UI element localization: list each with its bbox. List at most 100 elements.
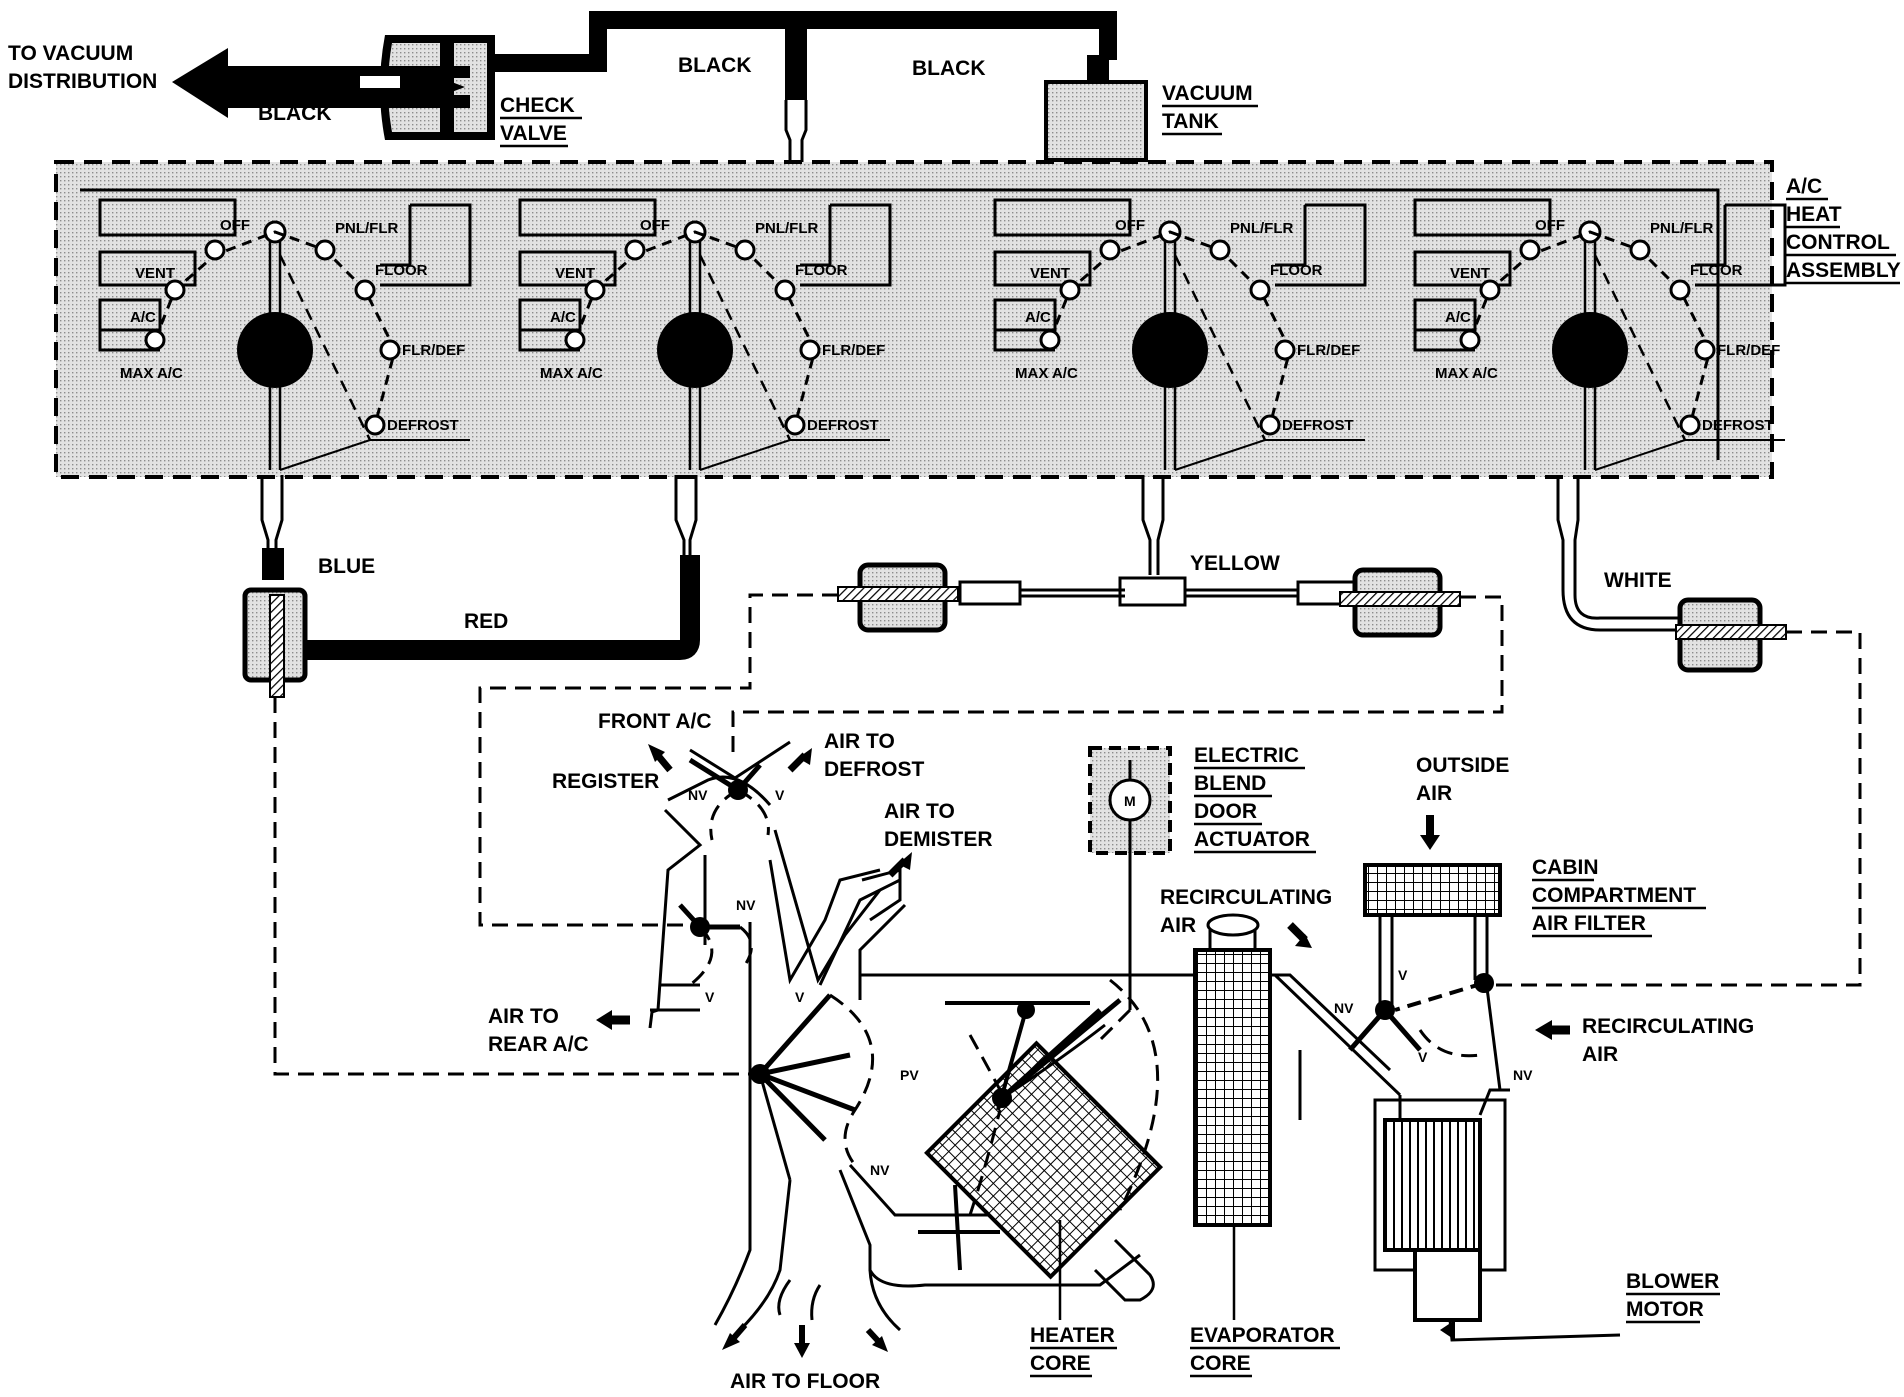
door-pos-pv: PV bbox=[900, 1067, 919, 1083]
black-hose-label-left: BLACK bbox=[258, 102, 332, 125]
vacuum-tank bbox=[1044, 80, 1148, 162]
vacuum-lines bbox=[273, 593, 1862, 1076]
labels: TO VACUUM DISTRIBUTION BLACK BLACK BLACK… bbox=[8, 42, 1901, 1393]
blue-hose-label: BLUE bbox=[318, 555, 375, 578]
recirculating-air-top-label-1: RECIRCULATING bbox=[1160, 886, 1332, 909]
switch-1-right-label: PNL/FLR bbox=[335, 220, 398, 237]
duct-system bbox=[648, 740, 1621, 1342]
assembly-manifold bbox=[80, 188, 1720, 460]
switch-2-right-label: FLOOR bbox=[795, 262, 848, 279]
door-pos-nv-4: NV bbox=[1334, 1000, 1354, 1016]
switch-3-left-label: VENT bbox=[1030, 265, 1070, 282]
door-pos-v-5: V bbox=[1418, 1049, 1428, 1065]
heater-core-label-1: HEATER bbox=[1030, 1324, 1115, 1347]
air-to-rear-ac-label-2: REAR A/C bbox=[488, 1033, 589, 1056]
white-hose-label: WHITE bbox=[1604, 569, 1672, 592]
air-to-rear-ac-label-1: AIR TO bbox=[488, 1005, 559, 1028]
control-assembly-title-3: CONTROL bbox=[1786, 231, 1890, 254]
door-pos-v-4: V bbox=[1398, 967, 1408, 983]
to-vacuum-distribution-label-1: TO VACUUM bbox=[8, 42, 133, 65]
vacuum-tank-label-2: TANK bbox=[1162, 110, 1219, 133]
air-to-defrost-label-1: AIR TO bbox=[824, 730, 895, 753]
switch-2-left-label: VENT bbox=[555, 265, 595, 282]
switch-2-left-label: A/C bbox=[550, 309, 576, 326]
switch-3-right-label: FLOOR bbox=[1270, 262, 1323, 279]
switch-2-right-label: FLR/DEF bbox=[822, 342, 885, 359]
cabin-filter-label-3: AIR FILTER bbox=[1532, 912, 1646, 935]
switch-2-left-label: MAX A/C bbox=[540, 365, 603, 382]
switch-4-right-label: FLR/DEF bbox=[1717, 342, 1780, 359]
door-pos-v-3: V bbox=[795, 989, 805, 1005]
vacuum-tank-label-1: VACUUM bbox=[1162, 82, 1253, 105]
door-pos-nv-1: NV bbox=[688, 787, 708, 803]
actuator-label-4: ACTUATOR bbox=[1194, 828, 1310, 851]
red-hose bbox=[305, 475, 700, 660]
door-pos-nv-3: NV bbox=[870, 1162, 890, 1178]
switch-2-right-label: PNL/FLR bbox=[755, 220, 818, 237]
switch-1-left-label: VENT bbox=[135, 265, 175, 282]
switch-4-right-label: PNL/FLR bbox=[1650, 220, 1713, 237]
vacuum-motor-white bbox=[1675, 597, 1787, 673]
actuator-label-2: BLEND bbox=[1194, 772, 1266, 795]
evaporator-core-label-1: EVAPORATOR bbox=[1190, 1324, 1335, 1347]
vacuum-motor-blue bbox=[242, 587, 308, 698]
switch-1-right-label: DEFROST bbox=[387, 417, 459, 434]
black-hose-to-distribution bbox=[172, 48, 470, 118]
switch-3-left-label: OFF bbox=[1115, 217, 1145, 234]
vacuum-motor-yellow-right bbox=[1339, 567, 1461, 638]
vacuum-motor-yellow-left bbox=[837, 562, 959, 633]
cabin-filter-label-2: COMPARTMENT bbox=[1532, 884, 1696, 907]
switch-4-left-label: OFF bbox=[1535, 217, 1565, 234]
switch-4-left-label: VENT bbox=[1450, 265, 1490, 282]
outside-air-label-1: OUTSIDE bbox=[1416, 754, 1509, 777]
control-assembly-title-1: A/C bbox=[1786, 175, 1822, 198]
motor-symbol: M bbox=[1124, 793, 1136, 809]
switch-1-left-label: OFF bbox=[220, 217, 250, 234]
black-hose-label-mid: BLACK bbox=[678, 54, 752, 77]
door-pos-v-2: V bbox=[705, 989, 715, 1005]
switch-1-right-label: FLR/DEF bbox=[402, 342, 465, 359]
yellow-hose bbox=[940, 475, 1360, 607]
actuator-label-3: DOOR bbox=[1194, 800, 1257, 823]
register-label: REGISTER bbox=[552, 770, 659, 793]
air-to-defrost-label-2: DEFROST bbox=[824, 758, 925, 781]
switch-2-left-label: OFF bbox=[640, 217, 670, 234]
switch-3-left-label: MAX A/C bbox=[1015, 365, 1078, 382]
switch-3-right-label: FLR/DEF bbox=[1297, 342, 1360, 359]
switch-1-left-label: MAX A/C bbox=[120, 365, 183, 382]
check-valve-label-2: VALVE bbox=[500, 122, 567, 145]
control-assembly-title-4: ASSEMBLY bbox=[1786, 259, 1901, 282]
evaporator-core-label-2: CORE bbox=[1190, 1352, 1251, 1375]
red-hose-label: RED bbox=[464, 610, 508, 633]
blower-motor-label-1: BLOWER bbox=[1626, 1270, 1719, 1293]
to-vacuum-distribution-label-2: DISTRIBUTION bbox=[8, 70, 157, 93]
switch-1-right-label: FLOOR bbox=[375, 262, 428, 279]
switch-4: OFF VENT A/C MAX A/C PNL/FLR FLOOR FLR/DEF DEFR… bbox=[1413, 198, 1787, 471]
switch-2-right-label: DEFROST bbox=[807, 417, 879, 434]
yellow-hose-label: YELLOW bbox=[1190, 552, 1280, 575]
air-to-floor-label: AIR TO FLOOR bbox=[730, 1370, 880, 1392]
switch-4-left-label: A/C bbox=[1445, 309, 1471, 326]
door-pos-nv-5: NV bbox=[1513, 1067, 1533, 1083]
switch-4-left-label: MAX A/C bbox=[1435, 365, 1498, 382]
switch-2: OFF VENT A/C MAX A/C PNL/FLR FLOOR FLR/DEF DEFR… bbox=[518, 198, 892, 471]
switch-3-left-label: A/C bbox=[1025, 309, 1051, 326]
airflow-arrows bbox=[596, 744, 1570, 1358]
recirculating-air-top-label-2: AIR bbox=[1160, 914, 1196, 937]
recirculating-air-right-label-2: AIR bbox=[1582, 1043, 1618, 1066]
control-assembly-title-2: HEAT bbox=[1786, 203, 1842, 226]
black-hose-label-right: BLACK bbox=[912, 57, 986, 80]
air-to-demister-label-2: DEMISTER bbox=[884, 828, 993, 851]
white-hose bbox=[1556, 475, 1680, 632]
switch-4-right-label: DEFROST bbox=[1702, 417, 1774, 434]
air-to-demister-label-1: AIR TO bbox=[884, 800, 955, 823]
switch-4-right-label: FLOOR bbox=[1690, 262, 1743, 279]
switch-3-right-label: DEFROST bbox=[1282, 417, 1354, 434]
actuator-label-1: ELECTRIC bbox=[1194, 744, 1299, 767]
outside-air-label-2: AIR bbox=[1416, 782, 1452, 805]
black-hose-top bbox=[495, 11, 1117, 100]
switch-group: OFF VENT A/C MAX A/C PNL/FLR FLOOR FLR/DEF DEFR… bbox=[98, 198, 1787, 471]
